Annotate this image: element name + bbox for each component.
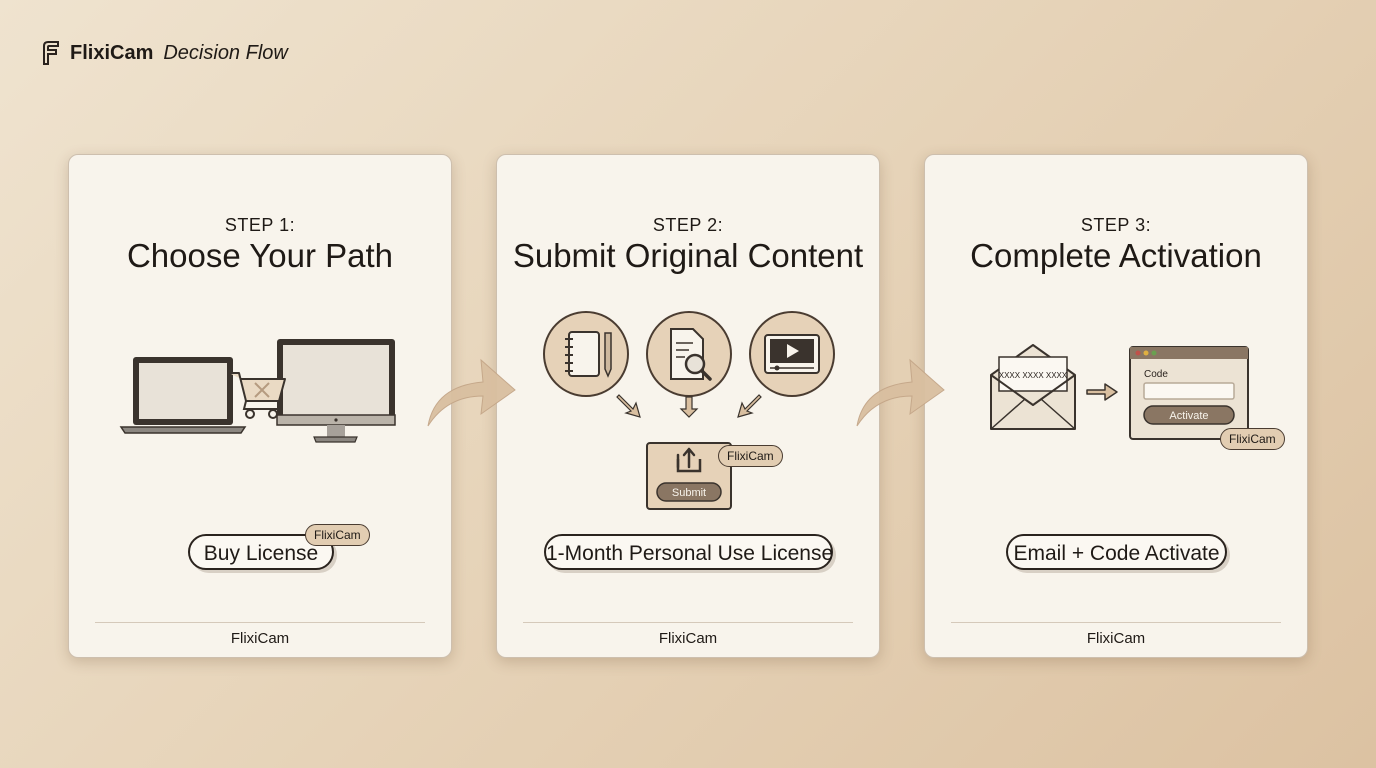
step2-illustration: Submit	[543, 311, 835, 510]
step-card-1: STEP 1: Choose Your Path Buy License Fli…	[68, 154, 452, 658]
flixicam-tag: FlixiCam	[1220, 428, 1285, 450]
card-footer: FlixiCam	[230, 630, 290, 647]
card-footer: FlixiCam	[658, 630, 718, 647]
upload-icon: Submit	[646, 442, 732, 510]
shopping-cart-icon	[229, 372, 286, 419]
activate-button[interactable]: Activate	[1169, 410, 1208, 422]
step-title: Submit Original Content	[512, 237, 864, 274]
document-search-icon	[646, 311, 732, 397]
divider	[95, 622, 425, 623]
card-footer: FlixiCam	[1086, 630, 1146, 647]
step-card-3: STEP 3: Complete Activation XXXX XXXX XX…	[924, 154, 1308, 658]
divider	[523, 622, 853, 623]
envelope-icon: XXXX XXXX XXXX	[990, 344, 1076, 430]
flixicam-tag: FlixiCam	[718, 445, 783, 467]
buy-license-button[interactable]: Buy License	[188, 534, 334, 570]
converging-arrows	[616, 394, 762, 418]
brand-header: FlixiCam Decision Flow	[40, 40, 288, 66]
flixicam-tag: FlixiCam	[305, 524, 370, 546]
step1-illustration	[119, 339, 396, 443]
browser-window-icon: Code Activate	[1129, 346, 1249, 440]
submit-label: Submit	[672, 487, 706, 499]
divider	[951, 622, 1281, 623]
step-label: STEP 1:	[224, 215, 296, 235]
curved-arrow-icon	[856, 358, 945, 427]
step-card-2: STEP 2: Submit Original Content	[496, 154, 880, 658]
code-label: Code	[1144, 369, 1168, 380]
laptop-icon	[119, 357, 247, 434]
step-label: STEP 3:	[1080, 215, 1152, 235]
step-title: Choose Your Path	[126, 237, 394, 274]
video-player-icon	[749, 311, 835, 397]
flixicam-logo-icon	[43, 41, 59, 65]
step-title: Complete Activation	[970, 237, 1262, 274]
letter-code: XXXX XXXX XXXX	[999, 371, 1068, 380]
personal-license-button[interactable]: 1-Month Personal Use License	[544, 534, 833, 570]
desktop-monitor-icon	[276, 339, 396, 443]
step3-illustration: XXXX XXXX XXXX Code Activate	[990, 344, 1249, 440]
step-label: STEP 2:	[652, 215, 724, 235]
email-code-activate-button[interactable]: Email + Code Activate	[1006, 534, 1227, 570]
right-arrow-icon	[1086, 383, 1118, 401]
brand-name: FlixiCam	[70, 41, 154, 64]
notebook-icon	[543, 311, 629, 397]
brand-subtitle: Decision Flow	[163, 41, 288, 64]
curved-arrow-icon	[427, 358, 516, 427]
